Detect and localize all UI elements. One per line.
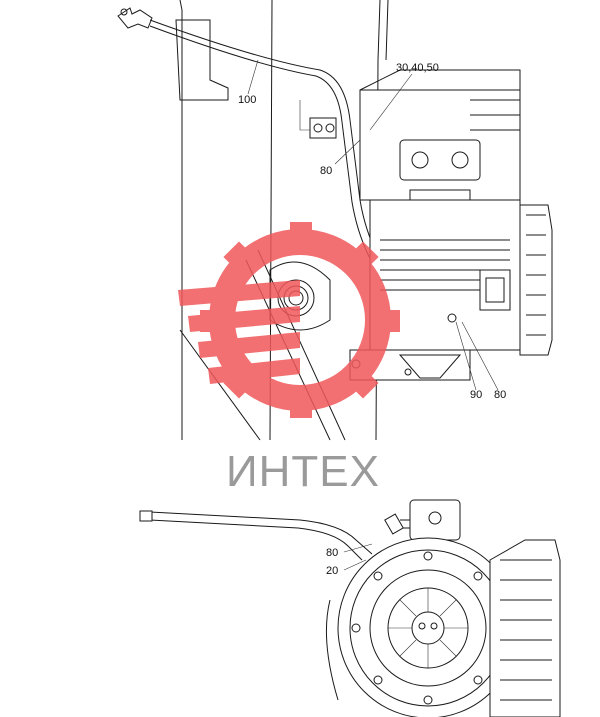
bottom-view-assembly — [139, 499, 561, 717]
callout-30-40-50: 30,40,50 — [396, 62, 439, 74]
top-view-assembly — [117, 0, 553, 441]
callout-20: 20 — [326, 565, 338, 577]
callout-80-right: 80 — [494, 389, 506, 401]
callout-80-top: 80 — [320, 165, 332, 177]
callout-100: 100 — [238, 94, 256, 106]
callout-80-bottom: 80 — [326, 547, 338, 559]
callout-90: 90 — [470, 389, 482, 401]
intex-logo — [178, 222, 400, 418]
bottom-view-leaders — [343, 543, 373, 571]
watermark-text: ИНТЕХ — [226, 447, 380, 496]
top-view-leaders — [247, 59, 499, 391]
